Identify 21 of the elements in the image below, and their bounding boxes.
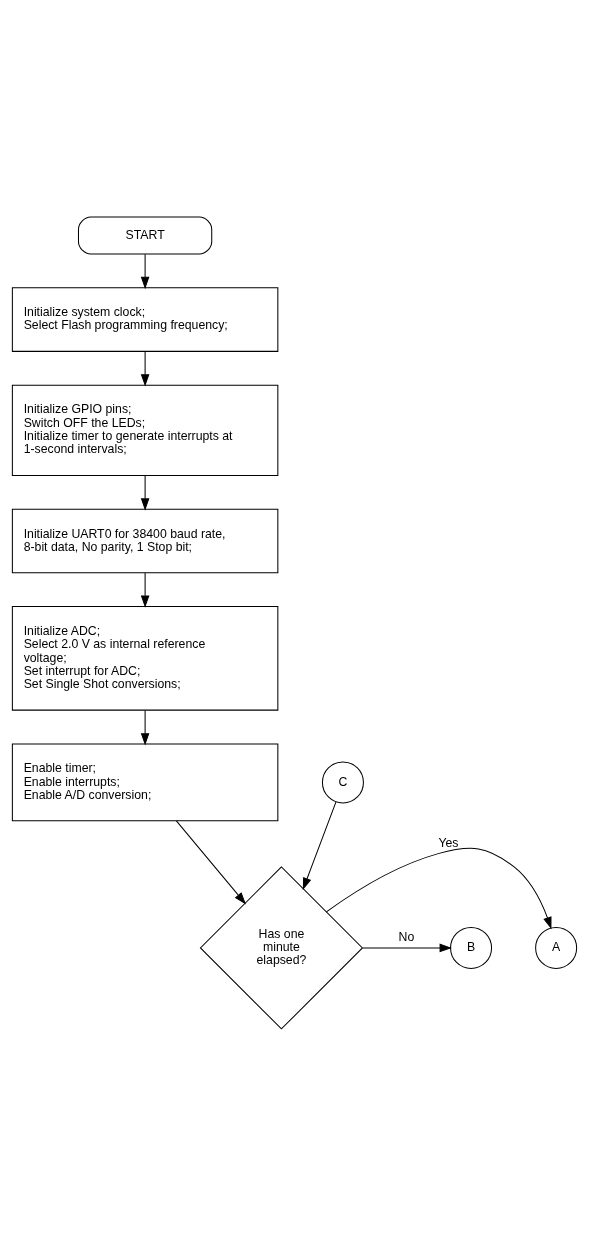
node-diamond: Has one minute elapsed? (199, 865, 364, 1030)
node-box: Initialize GPIO pins; Switch OFF the LEDs; Initialize timer to generate interrupts at 1-second intervals; (11, 384, 279, 476)
arrow (362, 943, 452, 952)
arrow (140, 474, 150, 511)
arrow (325, 847, 552, 929)
arrow (140, 350, 150, 386)
edge-label: Yes (438, 835, 459, 850)
arrow (175, 819, 246, 904)
arrow (302, 800, 337, 890)
arrow (140, 253, 150, 289)
node-circle: A (535, 926, 578, 969)
node-box: START (77, 216, 213, 254)
node-circle: C (321, 760, 364, 803)
node-box: Enable timer; Enable interrupts; Enable A/D conversion; (11, 742, 279, 821)
arrow (140, 709, 150, 745)
arrow (140, 571, 150, 608)
node-box: Initialize ADC; Select 2.0 V as internal reference voltage; Set interrupt for ADC; Set Single Shot conversions; (11, 605, 279, 711)
node-box: Initialize UART0 for 38400 baud rate, 8-bit data, No parity, 1 Stop bit; (11, 508, 279, 573)
edge-label: No (398, 929, 415, 944)
node-box: Initialize system clock; Select Flash programming frequency; (11, 286, 279, 352)
node-circle: B (450, 926, 493, 969)
